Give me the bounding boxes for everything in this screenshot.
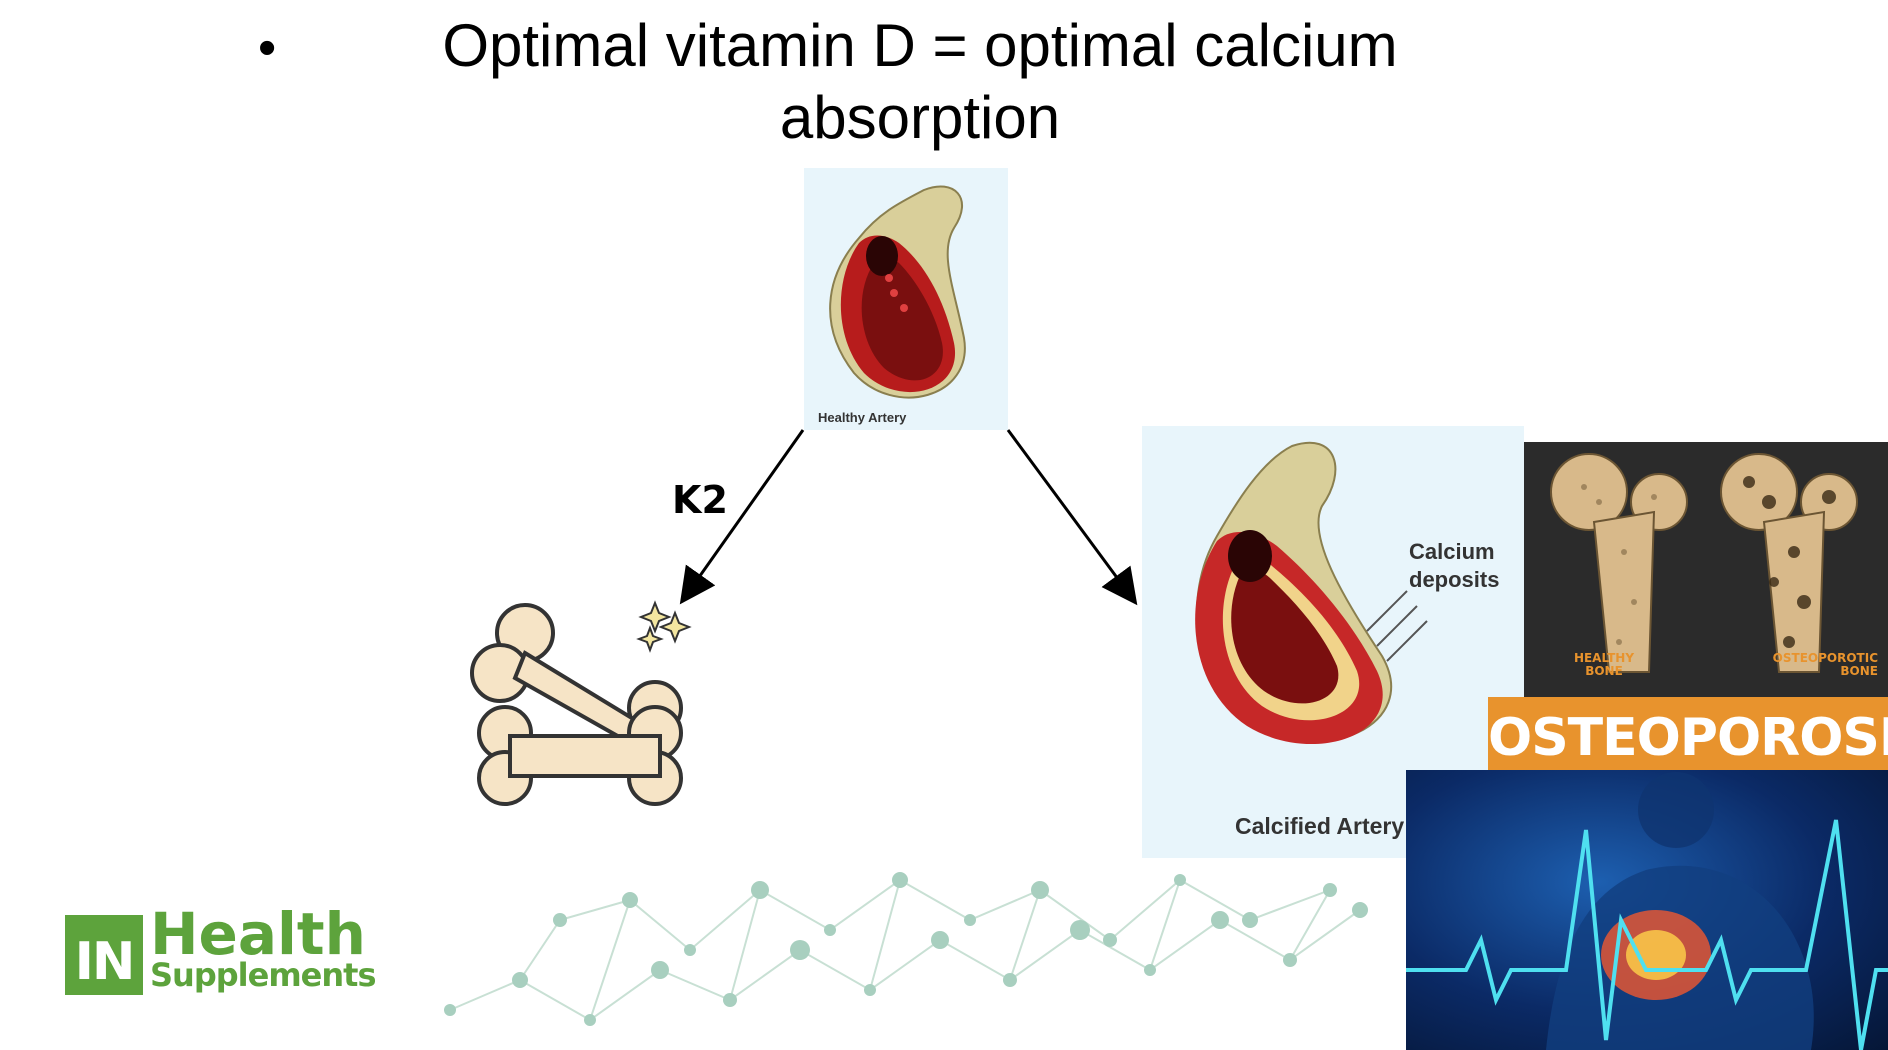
logo-in-badge: IN (65, 915, 143, 995)
title-bullet: • (258, 19, 277, 77)
healthy-bone-label: HEALTHY BONE (1573, 651, 1635, 678)
heart-attack-image (1406, 770, 1888, 1050)
calcium-deposits-label: Calcium deposits (1409, 539, 1500, 592)
slide-title: Optimal vitamin D = optimal calcium abso… (380, 10, 1460, 154)
k2-label: K2 (672, 478, 728, 522)
title-line-1: Optimal vitamin D = optimal calcium (442, 12, 1398, 79)
healthy-artery-image: Healthy Artery (804, 168, 1008, 430)
title-line-2: absorption (779, 84, 1061, 151)
arrow-to-calcified-artery (1006, 429, 1138, 606)
logo-supplements-text: Supplements (150, 956, 376, 994)
calcified-artery-illustration (1195, 441, 1428, 745)
heart-attack-illustration (1406, 772, 1888, 1050)
arrow-to-bones (679, 429, 805, 605)
healthy-artery-illustration (829, 185, 966, 399)
calcified-artery-caption: Calcified Artery (1235, 813, 1405, 839)
molecule-network-background (444, 872, 1368, 1026)
healthy-artery-caption: Healthy Artery (818, 410, 907, 425)
bone-comparison-illustration (1550, 453, 1858, 673)
osteoporotic-bone-label: OSTEOPOROTIC BONE (1772, 651, 1878, 678)
calcified-artery-image: Calcium deposits Calcified Artery (1142, 426, 1524, 858)
bone-comparison-image: HEALTHY BONE OSTEOPOROTIC BONE (1524, 442, 1888, 698)
osteoporosis-banner: OSTEOPOROSIS (1488, 697, 1888, 777)
logo-health-text: Health (150, 900, 366, 968)
healthy-bones-icon (470, 600, 692, 806)
